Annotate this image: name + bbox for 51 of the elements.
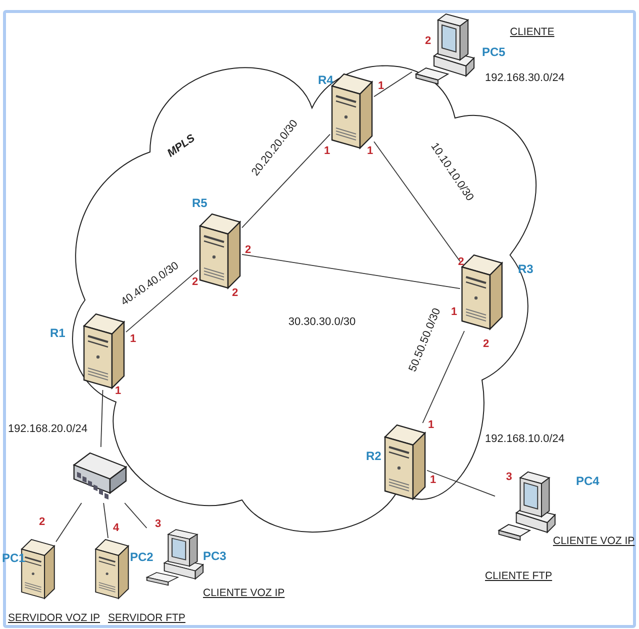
network-link: [422, 330, 465, 424]
role-label: CLIENTE VOZ IP: [553, 535, 635, 547]
device-name: R2: [366, 449, 382, 463]
role-label: CLIENTE VOZ IP: [203, 587, 285, 599]
port-number: 2: [39, 516, 46, 528]
port-number: 1: [430, 474, 436, 486]
network-address: 192.168.20.0/24: [8, 423, 88, 435]
device-name: R1: [50, 326, 66, 340]
port-number: 2: [245, 244, 252, 256]
role-label: SERVIDOR VOZ IP: [8, 612, 100, 624]
port-number: 3: [155, 518, 162, 530]
port-number: 1: [115, 385, 122, 397]
port-number: 1: [367, 145, 374, 157]
port-number: 2: [483, 338, 490, 350]
device-name: R3: [518, 262, 534, 276]
network-link: [103, 502, 108, 538]
port-number: 2: [458, 256, 464, 268]
device-name: PC5: [482, 45, 506, 59]
role-label: SERVIDOR FTP: [108, 612, 186, 624]
network-link: [126, 270, 198, 332]
network-address: 192.168.10.0/24: [485, 433, 565, 445]
port-number: 1: [378, 80, 384, 92]
device-name: PC4: [576, 474, 600, 488]
device-name: PC3: [203, 549, 226, 563]
network-link: [374, 141, 460, 262]
port-number: 4: [113, 522, 120, 534]
port-number: 2: [192, 276, 198, 288]
server-drawing: [383, 423, 427, 501]
role-label: CLIENTE FTP: [485, 570, 552, 582]
device-name: PC2: [130, 550, 154, 564]
server-drawing: [198, 212, 242, 290]
network-link: [100, 390, 104, 448]
network-link: [242, 254, 460, 289]
role-label: CLIENTE: [510, 26, 554, 38]
port-number: 3: [506, 471, 512, 483]
server-drawing: [94, 538, 130, 600]
port-number: 1: [428, 419, 434, 431]
network-address: 192.168.30.0/24: [485, 72, 565, 84]
port-number: 1: [451, 306, 458, 318]
port-number: 2: [232, 287, 238, 299]
port-number: 2: [425, 35, 432, 47]
device-name: R4: [318, 73, 334, 87]
subnet-label: 30.30.30.0/30: [287, 316, 357, 328]
device-name: R5: [192, 196, 208, 210]
port-number: 1: [324, 145, 330, 157]
network-link: [242, 134, 330, 228]
port-number: 1: [130, 333, 136, 345]
network-link: [124, 502, 148, 528]
network-link: [56, 502, 82, 542]
server-drawing: [460, 253, 504, 331]
network-link: [426, 470, 496, 497]
